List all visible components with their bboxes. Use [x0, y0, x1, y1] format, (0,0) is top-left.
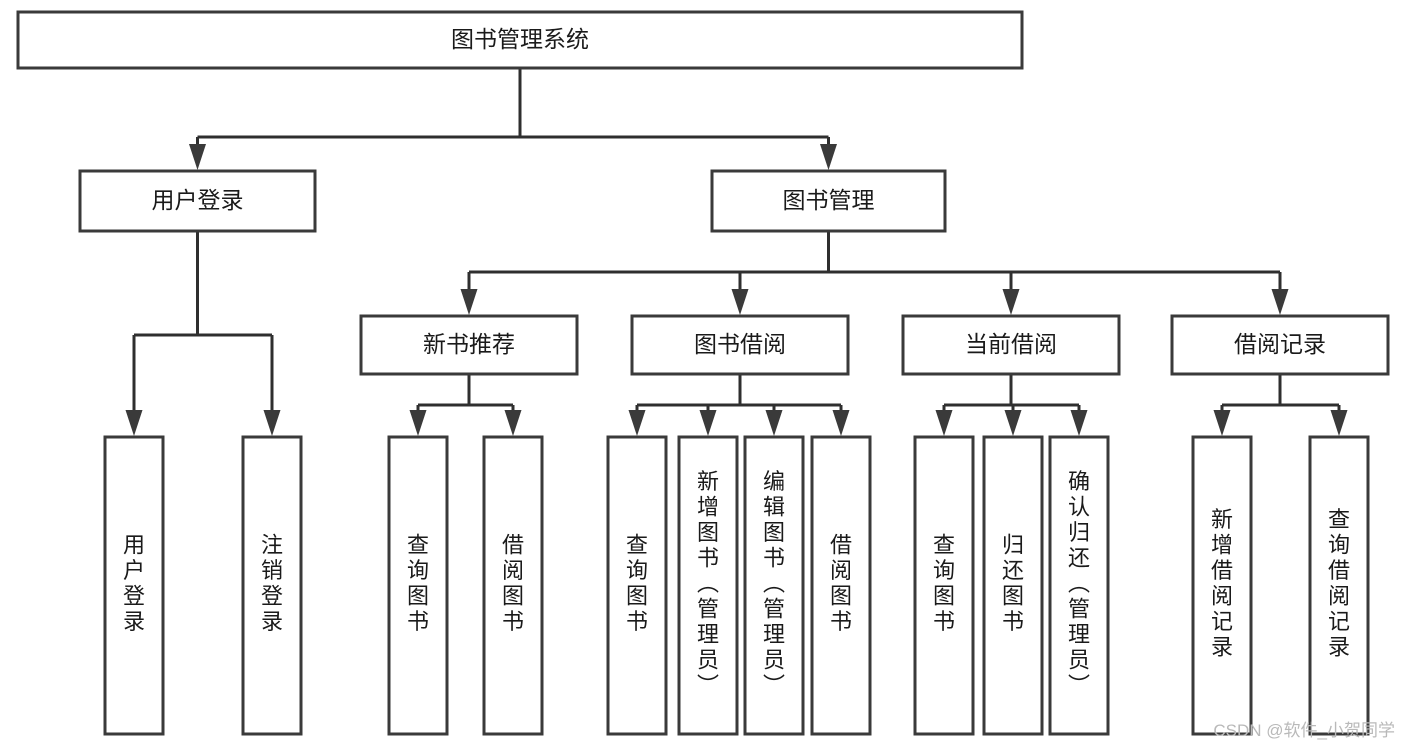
node-submodule[interactable]: 当前借阅 [901, 314, 1121, 376]
node-box [677, 435, 739, 736]
node-label: 新增图书︵管理员︶ [697, 469, 719, 698]
edge-arrowhead [504, 410, 522, 436]
node-label: 查询图书 [626, 533, 648, 635]
node-function-leaf[interactable]: 用户登录 [103, 435, 165, 736]
node-submodule[interactable]: 借阅记录 [1170, 314, 1390, 376]
node-label: 用户登录 [152, 187, 244, 213]
edge-arrowhead [820, 144, 837, 170]
edge-arrowhead [1330, 410, 1348, 436]
node-label: 编辑图书︵管理员︶ [763, 469, 785, 698]
node-label: 新书推荐 [423, 331, 515, 357]
edge-arrowhead [765, 410, 783, 436]
edge-arrowhead [1002, 289, 1020, 315]
node-box [78, 169, 317, 233]
node-module[interactable]: 用户登录 [78, 169, 317, 233]
edge-arrowhead [1070, 410, 1088, 436]
node-box [1191, 435, 1253, 736]
node-box [982, 435, 1044, 736]
node-box [901, 314, 1121, 376]
node-box [710, 169, 947, 233]
node-box [1048, 435, 1110, 736]
edge-layer [125, 68, 1348, 436]
node-box [913, 435, 975, 736]
node-function-leaf[interactable]: 借阅图书 [810, 435, 872, 736]
node-label: 确认归还︵管理员︶ [1068, 469, 1090, 698]
edge-arrowhead [460, 289, 478, 315]
edge-arrowhead [628, 410, 646, 436]
node-label: 查询图书 [933, 533, 955, 635]
node-submodule[interactable]: 新书推荐 [359, 314, 579, 376]
node-label: 图书借阅 [694, 331, 786, 357]
node-label: 用户登录 [123, 533, 145, 635]
node-function-leaf[interactable]: 查询图书 [606, 435, 668, 736]
edge-arrowhead [699, 410, 717, 436]
node-label: 图书管理 [783, 187, 875, 213]
node-box [241, 435, 303, 736]
node-function-leaf[interactable]: 归还图书 [982, 435, 1044, 736]
node-box [482, 435, 544, 736]
edge-arrowhead [935, 410, 953, 436]
edge-arrowhead [189, 144, 206, 170]
node-label: 新增借阅记录 [1211, 507, 1233, 660]
node-label: 图书管理系统 [451, 26, 589, 52]
node-box [606, 435, 668, 736]
edge-arrowhead [1004, 410, 1022, 436]
node-box [359, 314, 579, 376]
node-function-leaf[interactable]: 新增图书︵管理员︶ [677, 435, 739, 736]
node-box [630, 314, 850, 376]
node-function-leaf[interactable]: 确认归还︵管理员︶ [1048, 435, 1110, 736]
node-box [810, 435, 872, 736]
node-function-leaf[interactable]: 查询图书 [913, 435, 975, 736]
edge-arrowhead [125, 410, 143, 436]
node-function-leaf[interactable]: 新增借阅记录 [1191, 435, 1253, 736]
node-label: 查询图书 [407, 533, 429, 635]
node-label: 借阅图书 [502, 533, 524, 635]
edge-arrowhead [1213, 410, 1231, 436]
node-module[interactable]: 图书管理 [710, 169, 947, 233]
node-label: 查询借阅记录 [1328, 507, 1350, 660]
node-label: 借阅记录 [1234, 331, 1326, 357]
node-submodule[interactable]: 图书借阅 [630, 314, 850, 376]
node-layer: 图书管理系统用户登录图书管理新书推荐图书借阅当前借阅借阅记录用户登录注销登录查询… [16, 10, 1390, 736]
node-box [103, 435, 165, 736]
edge-arrowhead [263, 410, 281, 436]
node-function-leaf[interactable]: 查询图书 [387, 435, 449, 736]
edge-arrowhead [731, 289, 749, 315]
node-label: 注销登录 [261, 533, 283, 635]
node-box [387, 435, 449, 736]
node-function-leaf[interactable]: 编辑图书︵管理员︶ [743, 435, 805, 736]
node-label: 当前借阅 [965, 331, 1057, 357]
node-box [1308, 435, 1370, 736]
node-label: 归还图书 [1002, 533, 1024, 635]
node-box [1170, 314, 1390, 376]
node-function-leaf[interactable]: 查询借阅记录 [1308, 435, 1370, 736]
watermark-text: CSDN @软件_小贺同学 [1213, 721, 1395, 740]
node-box [16, 10, 1024, 70]
node-box [743, 435, 805, 736]
node-label: 借阅图书 [830, 533, 852, 635]
node-function-leaf[interactable]: 借阅图书 [482, 435, 544, 736]
edge-arrowhead [1271, 289, 1289, 315]
node-root-system[interactable]: 图书管理系统 [16, 10, 1024, 70]
node-function-leaf[interactable]: 注销登录 [241, 435, 303, 736]
edge-arrowhead [409, 410, 427, 436]
edge-arrowhead [832, 410, 850, 436]
